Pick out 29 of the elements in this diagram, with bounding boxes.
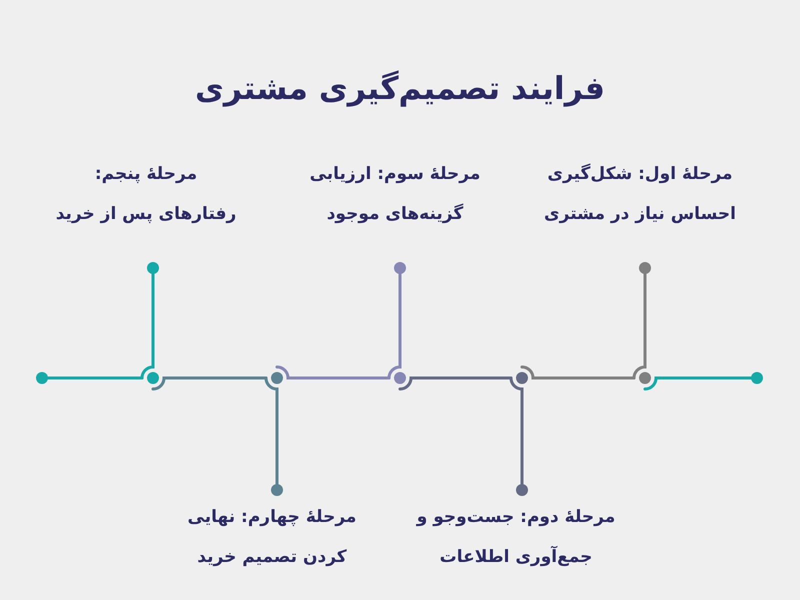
dot (394, 262, 406, 274)
junction-dot (147, 372, 159, 384)
junction-dot (516, 372, 528, 384)
dot (516, 484, 528, 496)
junction-dot (271, 372, 283, 384)
dot (271, 484, 283, 496)
stage-label: مرحلهٔ سوم: ارزیابی گزینه‌های موجود (310, 164, 480, 224)
stem-line (264, 376, 278, 486)
dot (639, 262, 651, 274)
junction-dot (394, 372, 406, 384)
timeline-line (152, 376, 268, 390)
dot (147, 262, 159, 274)
timeline-line (644, 376, 752, 390)
stem-line (388, 272, 402, 380)
stem-line (632, 272, 646, 380)
stage-label: مرحلهٔ پنجم: رفتارهای پس از خرید (56, 164, 236, 224)
stage-label: مرحلهٔ اول: شکل‌گیری احساس نیاز در مشتری (544, 164, 736, 224)
timeline-line (46, 376, 144, 380)
dot (36, 372, 48, 384)
stem-line (140, 272, 154, 380)
title: فرایند تصمیم‌گیری مشتری (195, 70, 605, 109)
dot (751, 372, 763, 384)
timeline-line (276, 366, 390, 380)
timeline-line (398, 376, 512, 390)
timeline-line (520, 366, 636, 380)
stage-label: مرحلهٔ چهارم: نهایی کردن تصمیم خرید (188, 507, 356, 567)
stem-line (510, 376, 524, 486)
stage-label: مرحلهٔ دوم: جست‌وجو و جمع‌آوری اطلاعات (416, 507, 616, 567)
junction-dot (639, 372, 651, 384)
